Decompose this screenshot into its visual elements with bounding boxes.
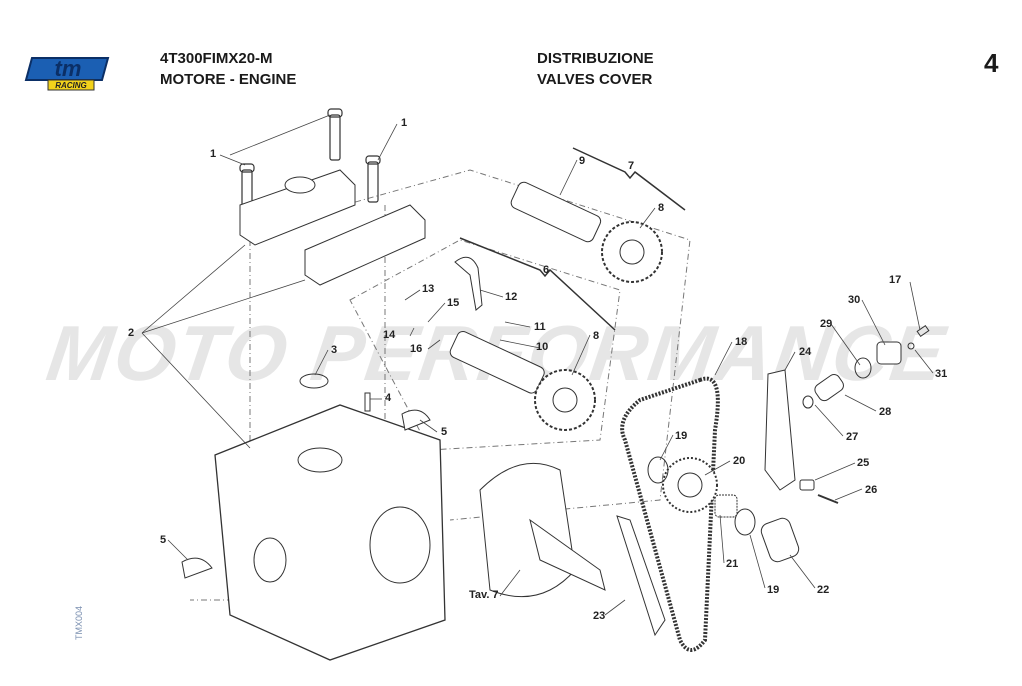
tm-racing-logo: tm RACING <box>24 56 110 91</box>
callout-22: 22 <box>817 584 830 596</box>
callout-4: 4 <box>385 392 392 404</box>
bolt-group <box>239 108 381 211</box>
model-code: 4T300FIMX20-M <box>160 50 273 67</box>
exhaust-camshaft <box>510 181 602 243</box>
callout-16: 16 <box>410 343 423 355</box>
group-header: DISTRIBUZIONE VALVES COVER <box>537 48 654 90</box>
callout-17: 17 <box>889 274 902 286</box>
callout-1: 1 <box>401 117 408 129</box>
logo-sub: RACING <box>55 81 87 90</box>
chain-tensioner-24 <box>764 369 796 491</box>
callout-2: 2 <box>128 327 135 339</box>
callout-29: 29 <box>820 318 833 330</box>
callout-28: 28 <box>879 406 892 418</box>
callout-19: 19 <box>675 430 688 442</box>
callout-6: 6 <box>543 264 550 276</box>
callout-21: 21 <box>726 558 739 570</box>
callout-30: 30 <box>848 294 861 306</box>
callout-5: 5 <box>160 534 167 546</box>
section-title: MOTORE - ENGINE <box>160 71 297 88</box>
callout-18: 18 <box>735 336 748 348</box>
callout-12: 12 <box>505 291 518 303</box>
callout-19: 19 <box>767 584 780 596</box>
o-ring-3 <box>299 373 329 389</box>
chain-guide-23 <box>616 515 666 637</box>
callout-11: 11 <box>534 321 546 333</box>
callout-tav7: Tav. 7 <box>469 589 499 601</box>
callout-7: 7 <box>628 160 635 172</box>
model-header: 4T300FIMX20-M MOTORE - ENGINE <box>160 48 296 90</box>
group-title-it: DISTRIBUZIONE <box>537 50 654 67</box>
document-code: TMX004 <box>74 605 84 640</box>
group-title-en: VALVES COVER <box>537 71 653 88</box>
callout-3: 3 <box>331 344 338 356</box>
callout-24: 24 <box>799 346 812 358</box>
cylinder-head <box>214 404 446 661</box>
callout-13: 13 <box>422 283 435 295</box>
timing-chain <box>620 376 720 652</box>
callout-25: 25 <box>857 457 870 469</box>
cam-cap-1 <box>239 169 356 246</box>
callout-26: 26 <box>865 484 878 496</box>
callout-9: 9 <box>579 155 586 167</box>
page-number: 4 <box>984 48 999 78</box>
leader-lines <box>141 114 934 616</box>
crank-sprocket <box>662 457 718 513</box>
callout-15: 15 <box>447 297 460 309</box>
callout-8: 8 <box>658 202 665 214</box>
callout-14: 14 <box>383 329 396 341</box>
callout-23: 23 <box>593 610 606 622</box>
callout-8: 8 <box>593 330 600 342</box>
cam-sprocket-lower <box>534 369 596 431</box>
callout-31: 31 <box>935 368 948 380</box>
cam-sprocket-upper <box>601 221 663 283</box>
cam-cap-2 <box>304 204 426 286</box>
callout-20: 20 <box>733 455 746 467</box>
callout-1: 1 <box>210 148 217 160</box>
intake-camshaft <box>449 330 545 394</box>
flywheel <box>479 462 576 598</box>
callout-5: 5 <box>441 426 448 438</box>
callout-27: 27 <box>846 431 859 443</box>
callout-10: 10 <box>536 341 549 353</box>
logo-brand: tm <box>55 56 82 81</box>
